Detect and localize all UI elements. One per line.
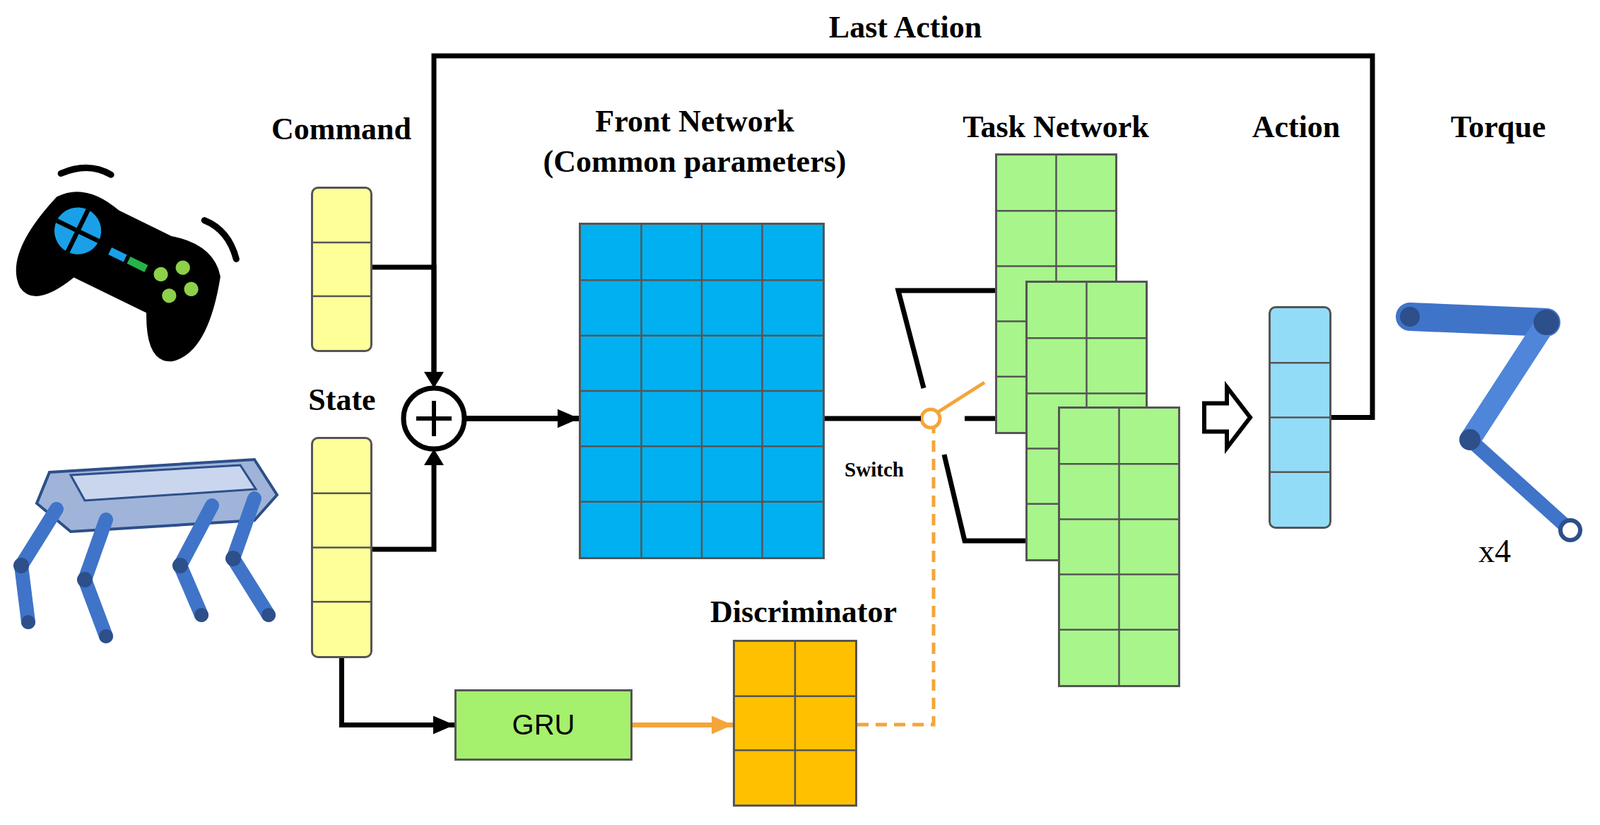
- grid-lines: [313, 438, 371, 656]
- grid-lines: [1270, 308, 1330, 527]
- robot-illustration: [13, 459, 278, 644]
- action-vector: Action: [1268, 306, 1332, 529]
- connector: [632, 722, 733, 728]
- connector: [433, 55, 1373, 419]
- sum-junction: [403, 371, 465, 466]
- grid-lines: [1060, 408, 1179, 685]
- grid-lines: [734, 641, 856, 805]
- node-text: GRU: [512, 708, 576, 741]
- connector: [372, 418, 579, 550]
- connector: [342, 657, 456, 726]
- task-network: Task Network: [995, 153, 1118, 434]
- node-heading: Command: [271, 108, 412, 150]
- task-network-copy: [1057, 406, 1181, 687]
- block-arrow: [1204, 387, 1251, 449]
- grid-lines: [580, 224, 823, 557]
- gamepad-icon: [3, 153, 249, 372]
- switch-label: Switch: [841, 457, 907, 482]
- node-heading: Discriminator: [710, 591, 897, 632]
- multiplier-label: x4: [1475, 531, 1514, 571]
- leg-illustration: [1400, 306, 1581, 540]
- state-vector: State: [310, 436, 373, 658]
- node-heading: Front Network (Common parameters): [536, 101, 854, 182]
- node-heading: Task Network: [962, 106, 1150, 147]
- grid-lines: [313, 188, 371, 350]
- gru-box: GRU: [454, 689, 633, 761]
- discriminator: Discriminator: [732, 639, 858, 807]
- front-network: Front Network (Common parameters): [578, 222, 825, 560]
- output-heading: Torque: [1448, 108, 1550, 147]
- command-vector: Command: [310, 186, 373, 352]
- connector: [824, 416, 996, 422]
- node-heading: Action: [1252, 106, 1341, 147]
- connector: [372, 267, 579, 419]
- feedback-label: Last Action: [826, 9, 985, 47]
- node-heading: State: [308, 379, 376, 420]
